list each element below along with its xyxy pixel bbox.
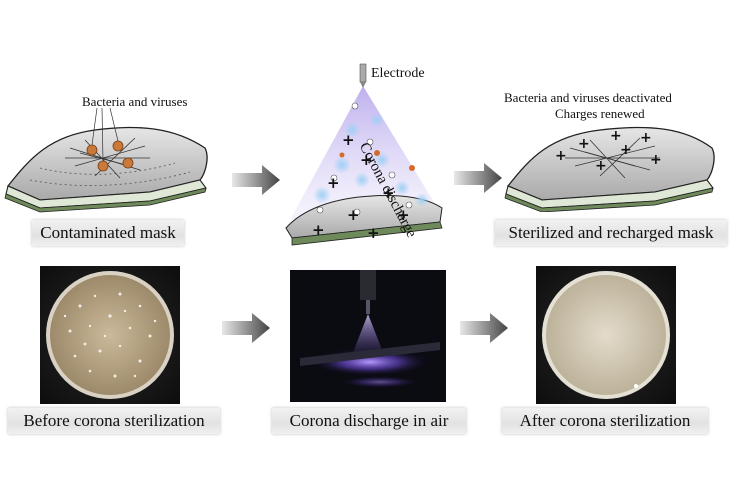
electrode-label: Electrode (371, 66, 425, 81)
contaminated-caption: Contaminated mask (32, 220, 184, 246)
petri-dish-before-photo (40, 266, 180, 404)
svg-text:+: + (312, 221, 325, 239)
before-sterilization-caption: Before corona sterilization (8, 408, 220, 434)
arrow-right-icon (222, 313, 270, 343)
petri-dish-after-photo (536, 266, 676, 404)
arrow-right-icon (460, 313, 508, 343)
arrow-right-icon (454, 163, 502, 193)
svg-text:+: + (360, 151, 373, 169)
svg-text:+: + (327, 174, 340, 192)
after-sterilization-caption: After corona sterilization (502, 408, 708, 434)
charges-renewed-label: Charges renewed (555, 106, 645, 121)
contaminated-mask-illustration (4, 108, 208, 213)
svg-text:+: + (347, 206, 360, 224)
svg-text:+: + (595, 158, 607, 174)
svg-text:+: + (650, 152, 662, 168)
deactivated-label: Bacteria and viruses deactivated (504, 90, 672, 105)
svg-text:+: + (620, 142, 632, 158)
svg-text:+: + (367, 224, 380, 242)
svg-text:+: + (382, 184, 395, 202)
svg-text:+: + (555, 148, 567, 164)
arrow-right-icon (232, 165, 280, 195)
sterilized-caption: Sterilized and recharged mask (495, 220, 727, 246)
svg-text:+: + (578, 136, 590, 152)
sterilized-mask-illustration: +++ +++ + (504, 126, 715, 212)
bacteria-label: Bacteria and viruses (82, 94, 188, 109)
svg-text:+: + (342, 131, 355, 149)
corona-discharge-illustration: +++ +++ ++ (285, 63, 443, 246)
svg-text:+: + (610, 128, 622, 144)
discharge-in-air-caption: Corona discharge in air (272, 408, 466, 434)
corona-discharge-air-photo (290, 270, 446, 402)
svg-text:+: + (397, 206, 410, 224)
svg-text:+: + (640, 130, 652, 146)
